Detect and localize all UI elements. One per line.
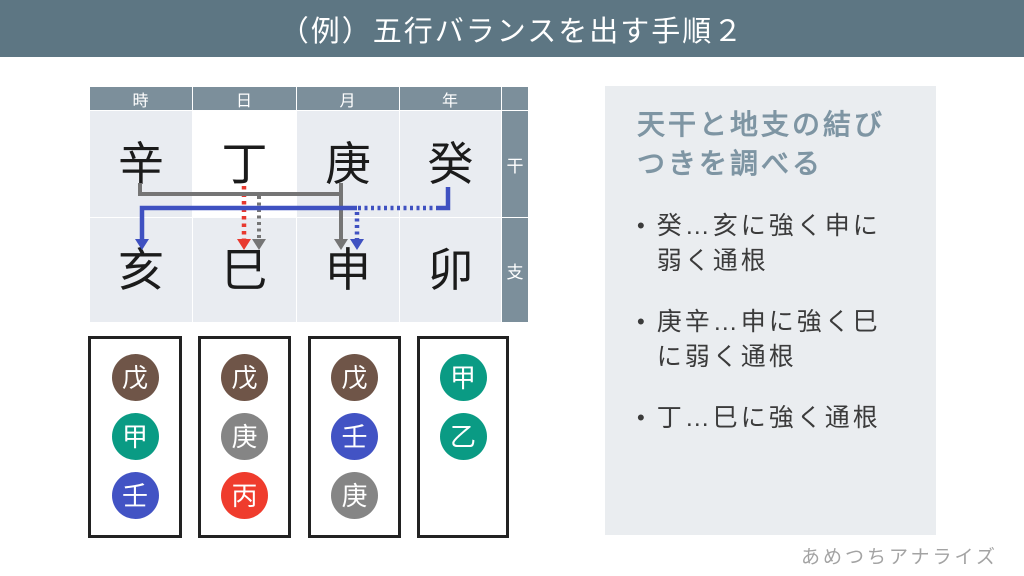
bullet-marker: • [637, 309, 645, 335]
day-stem-char: 丁 [221, 138, 268, 190]
hidden-stem-circle: 戊 [221, 354, 268, 401]
bullet-item: • 庚辛…申に強く巳に弱く通根 [637, 305, 910, 375]
bullet-marker: • [637, 213, 645, 239]
bullet-text: 癸…亥に強く申に弱く通根 [656, 212, 881, 276]
hour-branch-char: 亥 [118, 244, 164, 296]
hidden-stem-circle: 庚 [221, 413, 268, 460]
hidden-stem-circle: 甲 [111, 413, 159, 460]
month-branch-char: 申 [325, 244, 371, 296]
hour-stem-char: 辛 [118, 138, 164, 190]
cell-month-branch: 申 [297, 218, 399, 322]
hidden-stem-circle: 庚 [331, 472, 378, 519]
title-bar: （例）五行バランスを出す手順２ [0, 0, 1024, 57]
hidden-stem-circle: 壬 [331, 413, 378, 460]
year-branch-char: 卯 [427, 244, 474, 296]
header-cell-hour: 時 [90, 87, 192, 110]
cell-day-branch: 巳 [193, 218, 296, 322]
hidden-stem-box-shen: 戊 壬 庚 [308, 336, 401, 538]
cell-year-stem: 癸 [400, 111, 501, 217]
header-cell-month: 月 [297, 87, 399, 110]
hidden-stem-circle: 壬 [111, 472, 159, 519]
bullet-item: • 丁…巳に強く通根 [637, 401, 910, 436]
bullet-list: • 癸…亥に強く申に弱く通根 • 庚辛…申に強く巳に弱く通根 • 丁…巳に強く通… [637, 209, 910, 436]
page-title: （例）五行バランスを出す手順２ [279, 15, 745, 48]
hidden-stem-box-hai: 戊 甲 壬 [88, 336, 182, 538]
bullet-marker: • [637, 405, 645, 431]
panel-heading: 天干と地支の結びつきを調べる [637, 109, 886, 179]
cell-month-stem: 庚 [297, 111, 399, 217]
hidden-stem-circle: 丙 [221, 472, 268, 519]
bullet-text: 庚辛…申に強く巳に弱く通根 [656, 308, 881, 372]
watermark: あめつちアナライズ [800, 547, 998, 568]
bullet-text: 丁…巳に強く通根 [656, 404, 881, 433]
cell-hour-branch: 亥 [90, 218, 192, 322]
day-branch-char: 巳 [221, 244, 268, 296]
hidden-stem-circle: 戊 [111, 354, 159, 401]
info-panel: 天干と地支の結びつきを調べる • 癸…亥に強く申に弱く通根 • 庚辛…申に強く巳… [605, 86, 936, 535]
month-stem-char: 庚 [325, 138, 371, 190]
hidden-stem-circle: 甲 [439, 354, 487, 401]
header-cell-year: 年 [400, 87, 501, 110]
hidden-stem-circle: 乙 [439, 413, 487, 460]
header-cell-day: 日 [193, 87, 296, 110]
cell-day-stem: 丁 [193, 111, 296, 217]
cell-hour-stem: 辛 [90, 111, 192, 217]
cell-year-branch: 卯 [400, 218, 501, 322]
header-cell-corner [502, 87, 528, 110]
bullet-item: • 癸…亥に強く申に弱く通根 [637, 209, 910, 279]
hidden-stem-circle: 戊 [331, 354, 378, 401]
row-label-branch: 支 [502, 218, 528, 322]
hidden-stem-box-si: 戊 庚 丙 [198, 336, 291, 538]
hidden-stem-box-mao: 甲 乙 [417, 336, 509, 538]
year-stem-char: 癸 [427, 138, 474, 190]
row-label-stem: 干 [502, 111, 528, 217]
